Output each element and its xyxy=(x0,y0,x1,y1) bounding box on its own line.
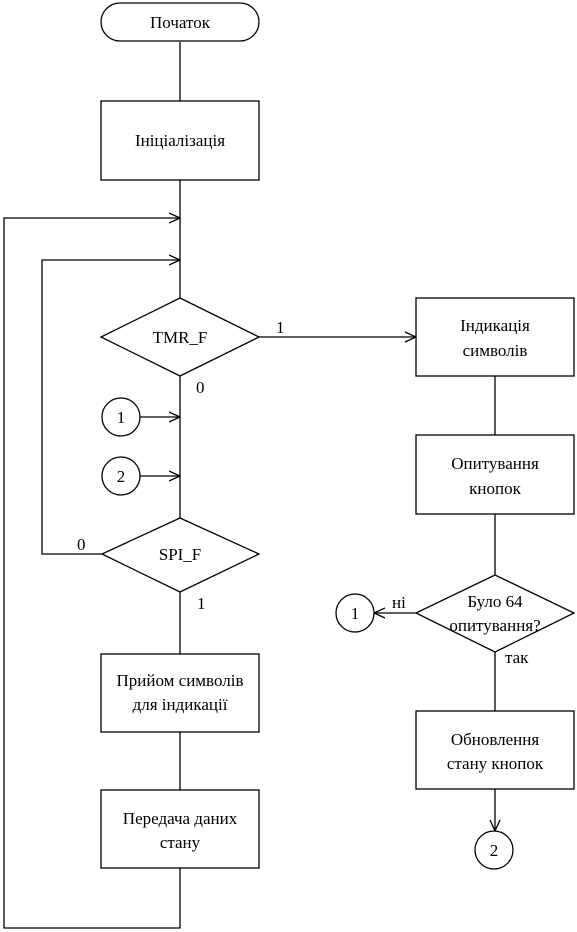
poll64-decision: Було 64 опитування? xyxy=(414,574,576,653)
receive-symbols-process: Прийом символів для індикації xyxy=(100,653,260,733)
init-label: Ініціалізація xyxy=(135,131,225,150)
tmr-no-label: 0 xyxy=(196,378,205,397)
tmr-label: TMR_F xyxy=(153,328,208,347)
connector-2-out: 2 xyxy=(474,830,514,870)
spi-label: SPI_F xyxy=(159,545,202,564)
connector-1: 1 xyxy=(101,397,141,437)
connector-2-out-label: 2 xyxy=(490,841,499,860)
poll64-no-label: ні xyxy=(392,593,406,612)
init-process: Ініціалізація xyxy=(100,100,260,181)
send-state-process: Передача даних стану xyxy=(100,789,260,869)
receive-symbols-line1: Прийом символів xyxy=(117,671,244,690)
poll-buttons-process: Опитування кнопок xyxy=(415,434,575,515)
connector-2: 2 xyxy=(101,456,141,496)
spi-no-label: 0 xyxy=(77,535,86,554)
update-buttons-line2: стану кнопок xyxy=(447,754,544,773)
send-state-line1: Передача даних xyxy=(123,809,238,828)
indicate-symbols-line1: Індикація xyxy=(460,316,530,335)
poll-buttons-line1: Опитування xyxy=(451,454,539,473)
spi-decision: SPI_F xyxy=(100,517,261,593)
indicate-symbols-line2: символів xyxy=(463,341,528,360)
poll64-line2: опитування? xyxy=(449,616,540,635)
tmr-decision: TMR_F xyxy=(99,297,261,377)
update-buttons-process: Обновлення стану кнопок xyxy=(415,710,575,790)
poll64-line1: Було 64 xyxy=(467,592,523,611)
connector-2-label: 2 xyxy=(117,467,126,486)
update-buttons-line1: Обновлення xyxy=(451,730,540,749)
connector-1-out: 1 xyxy=(335,593,375,633)
inner-loop-line xyxy=(41,260,180,555)
send-state-line2: стану xyxy=(160,833,201,852)
poll64-yes-label: так xyxy=(505,648,529,667)
receive-symbols-line2: для індикації xyxy=(133,695,228,714)
tmr-yes-label: 1 xyxy=(276,318,285,337)
connector-1-label: 1 xyxy=(117,408,126,427)
start-label: Початок xyxy=(150,13,211,32)
start-terminator: Початок xyxy=(100,2,260,42)
indicate-symbols-process: Індикація символів xyxy=(415,297,575,377)
poll-buttons-line2: кнопок xyxy=(469,479,521,498)
spi-yes-label: 1 xyxy=(197,594,206,613)
connector-1-out-label: 1 xyxy=(351,604,360,623)
outer-loop-line xyxy=(3,218,180,929)
